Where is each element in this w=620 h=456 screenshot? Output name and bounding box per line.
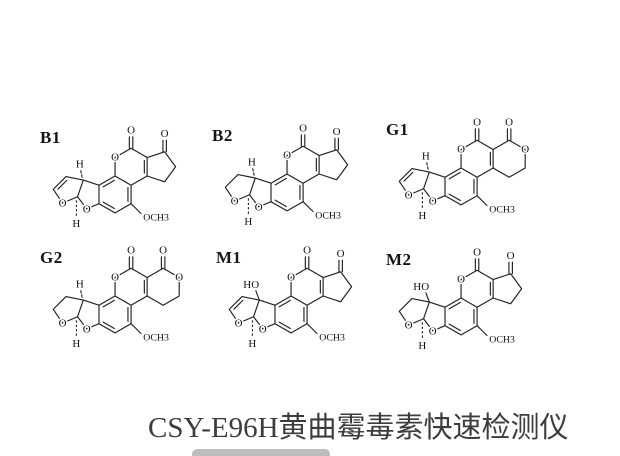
furan-double-bond (403, 171, 414, 182)
atom-o: O (457, 144, 465, 156)
atom-o: O (127, 124, 135, 136)
furan-double-bond (233, 299, 244, 310)
atom-h: H (76, 158, 84, 170)
atom-och3: OCH3 (489, 335, 515, 346)
atom-h: H (418, 340, 426, 352)
molecule-cell-b1: B1 O O O O O OCH3 H H (26, 116, 211, 238)
atom-o: O (255, 201, 263, 213)
atom-o: O (235, 318, 243, 330)
molecule-name: G2 (40, 248, 63, 267)
molecule-name: G1 (386, 120, 409, 139)
bottom-gray-shape (192, 449, 330, 456)
molecule-structure: O O O O O OCH3 H H (52, 123, 177, 231)
cyclopentenone-ring (318, 137, 349, 181)
atom-o: O (457, 274, 465, 286)
atom-o: O (405, 190, 413, 202)
cyclopentenone-ring (146, 139, 177, 183)
hydroxyl-bond (425, 292, 430, 303)
atom-o: O (473, 116, 481, 128)
atom-o: O (175, 272, 183, 284)
atom-o: O (111, 272, 119, 284)
atom-h: H (422, 150, 430, 162)
molecule-structure: O O O O O OCH3 HO H (398, 245, 523, 353)
molecule-name: M2 (386, 250, 412, 269)
atom-h: H (418, 210, 426, 222)
cyclopentenone-ring (492, 261, 523, 305)
molecule-structure: O O O O O O OCH3 H H (52, 243, 185, 351)
atom-och3: OCH3 (489, 205, 515, 216)
atom-o: O (161, 128, 169, 140)
molecule-name: B1 (40, 128, 61, 147)
molecule-structure: O O O O O O OCH3 H H (398, 115, 531, 223)
atom-h: H (248, 338, 256, 350)
atom-o: O (473, 246, 481, 258)
aflatoxin-skeleton (52, 136, 148, 215)
molecule-structure: O O O O O OCH3 H H (224, 121, 349, 229)
atom-ho: HO (413, 281, 429, 293)
molecule-cell-m1: M1 O O O O O OCH3 HO H (202, 236, 387, 358)
atom-o: O (429, 325, 437, 337)
atom-h: H (76, 278, 84, 290)
atom-o: O (507, 250, 515, 262)
atom-o: O (231, 196, 239, 208)
atom-o: O (337, 248, 345, 260)
atom-o: O (127, 244, 135, 256)
atom-o: O (59, 318, 67, 330)
atom-o: O (259, 323, 267, 335)
molecule-structure: O O O O O OCH3 HO H (228, 243, 353, 351)
atom-o: O (83, 203, 91, 215)
cyclopentenone-ring (322, 259, 353, 303)
atom-o: O (287, 272, 295, 284)
atom-h: H (72, 338, 80, 350)
product-caption: CSY-E96H黄曲霉毒素快速检测仪 (148, 412, 569, 444)
atom-o: O (303, 244, 311, 256)
atom-o: O (333, 126, 341, 138)
atom-o: O (299, 122, 307, 134)
aflatoxin-skeleton (398, 258, 494, 337)
aflatoxin-skeleton (52, 256, 148, 335)
atom-o: O (83, 323, 91, 335)
atom-o: O (505, 116, 513, 128)
atom-ho: HO (243, 279, 259, 291)
atom-o: O (111, 152, 119, 164)
molecule-name: M1 (216, 248, 242, 267)
atom-och3: OCH3 (143, 333, 169, 344)
atom-h: H (72, 218, 80, 230)
aflatoxin-skeleton (398, 128, 494, 207)
furan-double-bond (57, 179, 68, 190)
atom-o: O (283, 150, 291, 162)
aflatoxin-skeleton (224, 134, 320, 213)
atom-h: H (248, 156, 256, 168)
atom-och3: OCH3 (315, 211, 341, 222)
molecule-cell-g2: G2 O O O O O O OCH3 H H (26, 236, 211, 358)
aflatoxin-skeleton (228, 256, 324, 335)
molecule-cell-m2: M2 O O O O O OCH3 HO H (372, 238, 557, 360)
atom-o: O (521, 144, 529, 156)
atom-o: O (429, 195, 437, 207)
atom-h: H (244, 216, 252, 228)
atom-och3: OCH3 (319, 333, 345, 344)
molecule-cell-g1: G1 O O O O O O OCH3 H H (372, 108, 557, 230)
atom-o: O (59, 198, 67, 210)
atom-o: O (405, 320, 413, 332)
molecule-cell-b2: B2 O O O O O OCH3 H H (198, 114, 383, 236)
hydroxyl-bond (255, 290, 260, 301)
molecule-name: B2 (212, 126, 233, 145)
atom-och3: OCH3 (143, 213, 169, 224)
atom-o: O (159, 244, 167, 256)
